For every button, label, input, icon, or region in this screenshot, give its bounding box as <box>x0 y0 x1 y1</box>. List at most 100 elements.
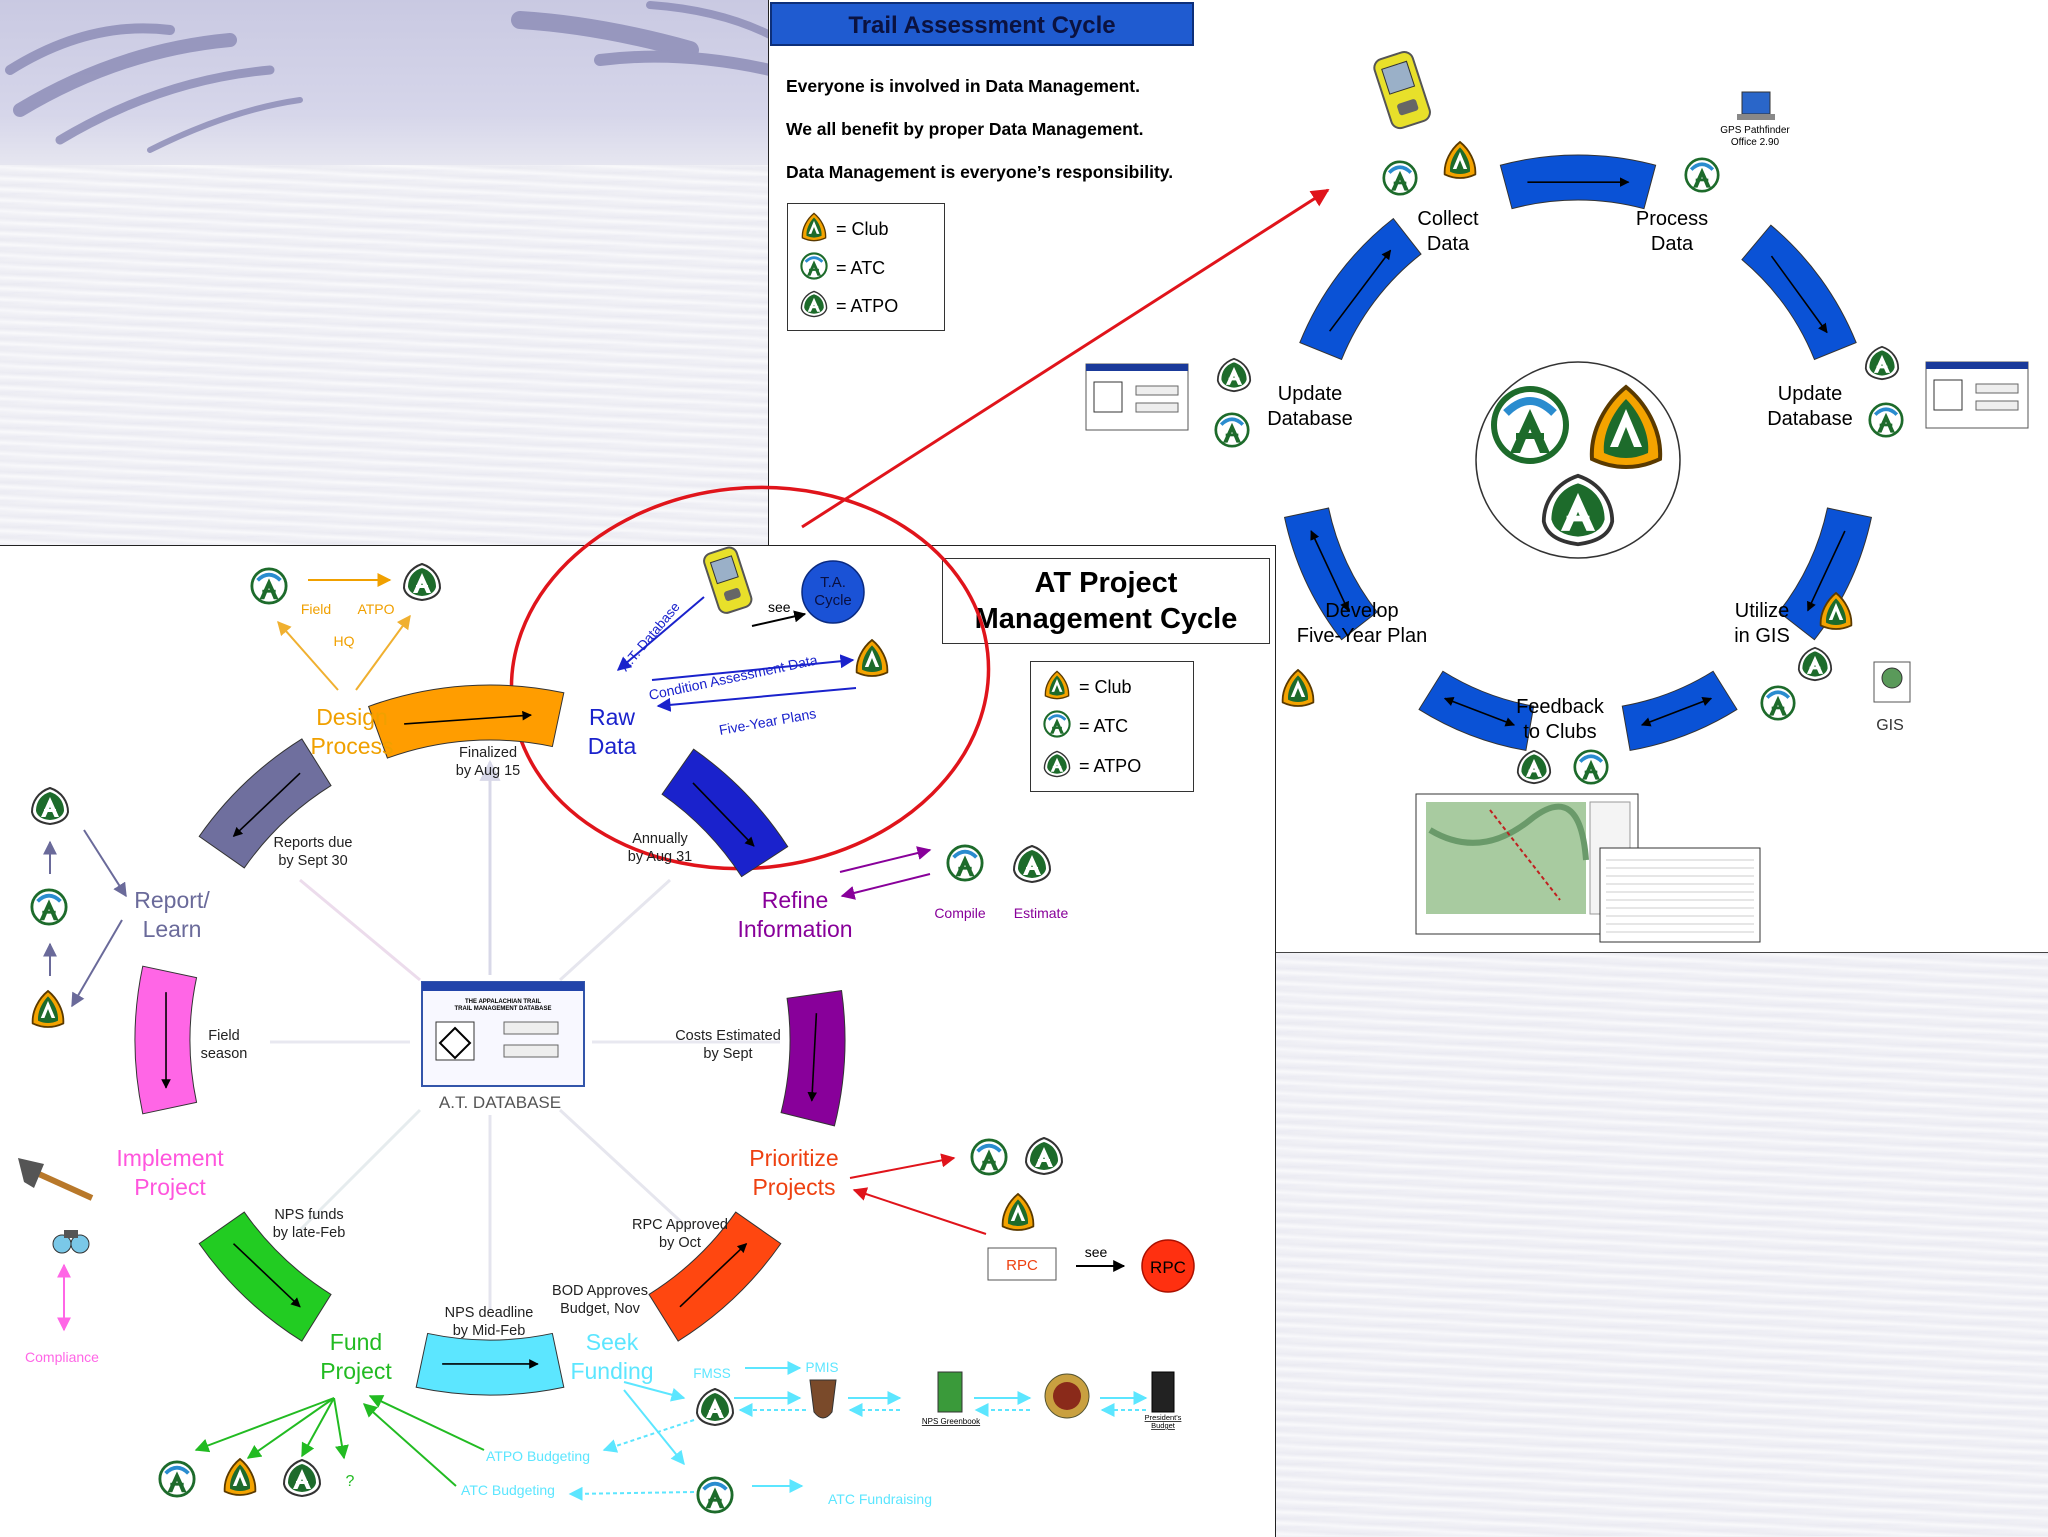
atc-fundraising: ATC Fundraising <box>828 1491 932 1507</box>
statement-2: We all benefit by proper Data Management… <box>786 119 1144 139</box>
pmc-arc-design-raw-arrow <box>404 710 533 725</box>
legend-atpo: = ATPO <box>836 296 899 316</box>
pmc-arc-fund-implement <box>198 1211 332 1342</box>
tac-arc-process-update <box>1741 224 1857 361</box>
gis-label: GIS <box>1876 717 1904 734</box>
gps-device-icon <box>1373 50 1431 130</box>
legend-club: = Club <box>1079 677 1132 697</box>
pmc-arc-refine-prioritize <box>780 990 846 1127</box>
db-label: A.T. DATABASE <box>439 1093 561 1112</box>
prioritize-details: RPC see RPC <box>849 1137 1195 1293</box>
atc-icon <box>1760 685 1796 721</box>
atc-icon <box>1382 160 1418 196</box>
pmc-legend: = Club = ATC = ATPO <box>1030 661 1194 792</box>
statement-3: Data Management is everyone’s responsibi… <box>786 162 1174 182</box>
center-emblem <box>1475 361 1681 559</box>
statement-1: Everyone is involved in Data Management. <box>786 76 1140 96</box>
atpo-icon <box>1797 646 1833 682</box>
design-atpo: ATPO <box>357 601 394 617</box>
atpo-icon <box>1864 345 1900 381</box>
database-window-left <box>1085 363 1189 431</box>
fmss: FMSS <box>693 1366 731 1381</box>
tac-cycle-arcs <box>1283 154 1873 752</box>
pmc-arc-prioritize-seek-arrow <box>679 1242 748 1308</box>
tac-arc-update-collect-arrow <box>1329 249 1392 332</box>
atc-budgeting: ATC Budgeting <box>461 1482 555 1498</box>
club-icon <box>223 1458 257 1496</box>
atpo-icon <box>1216 357 1252 393</box>
legend-atpo: = ATPO <box>1079 756 1142 776</box>
pmis: PMIS <box>805 1360 838 1375</box>
pmc-arc-design-raw <box>367 684 565 759</box>
atpo-icon <box>1516 749 1552 785</box>
pmc-arc-refine-prioritize-arrow <box>807 1013 818 1102</box>
club-icon <box>1001 1193 1035 1231</box>
tac-arc-process-update-arrow <box>1770 255 1828 334</box>
legend-atc: = ATC <box>836 258 886 278</box>
fund-outputs: ? <box>158 1397 355 1498</box>
club-icon <box>855 639 889 677</box>
axe-icon <box>18 1158 94 1201</box>
raw-data-details: A.T. Database see T.A.Cycle Condition As… <box>617 546 889 738</box>
pmc-title: AT Project Management Cycle <box>942 558 1270 644</box>
prioritize-see: see <box>1085 1244 1108 1260</box>
club-icon <box>1281 669 1315 707</box>
refine-compile: Compile <box>934 905 986 921</box>
legend-atc: = ATC <box>1079 716 1129 736</box>
implement-tools: Compliance <box>18 1158 99 1365</box>
rpc-box: RPC <box>1006 1257 1038 1274</box>
pmc-arc-report-design <box>198 738 332 869</box>
tac-arc-plan-update-arrow <box>1310 530 1349 612</box>
tac-arc-feedback-plan-arrow <box>1443 697 1516 727</box>
binoculars-icon <box>52 1230 90 1254</box>
nps-arrowhead-icon <box>809 1379 837 1419</box>
tac-legend: = Club = ATC = ATPO <box>787 203 945 331</box>
ta-cycle-circle: T.A.Cycle <box>814 574 852 609</box>
pmc-arc-fund-implement-arrow <box>232 1243 301 1308</box>
gps-device-icon <box>703 546 753 614</box>
pmc-arc-prioritize-seek <box>648 1211 782 1342</box>
database-window-right <box>1925 361 2029 429</box>
club-icon <box>1443 141 1477 179</box>
nps-greenbook: NPS Greenbook <box>922 1417 981 1426</box>
design-details: Field ATPO HQ <box>250 563 441 691</box>
legend-club: = Club <box>836 219 889 239</box>
gis-icon <box>1873 661 1911 703</box>
pmc-arc-report-design-arrow <box>232 772 301 838</box>
refine-estimate: Estimate <box>1014 905 1069 921</box>
connector-arrow <box>801 188 1330 529</box>
pmc-arc-raw-refine <box>661 748 789 878</box>
atc-icon <box>1573 749 1609 785</box>
atc-icon <box>1684 157 1720 193</box>
table-thumbnail <box>1599 847 1761 943</box>
tac-arc-update-utilize-arrow <box>1807 530 1846 612</box>
design-hq: HQ <box>334 633 355 649</box>
atpo-budgeting: ATPO Budgeting <box>486 1448 590 1464</box>
atc-icon <box>1868 402 1904 438</box>
raw-at-database: A.T. Database <box>617 599 683 674</box>
background-top-band <box>0 0 776 165</box>
raw-see: see <box>768 599 791 615</box>
